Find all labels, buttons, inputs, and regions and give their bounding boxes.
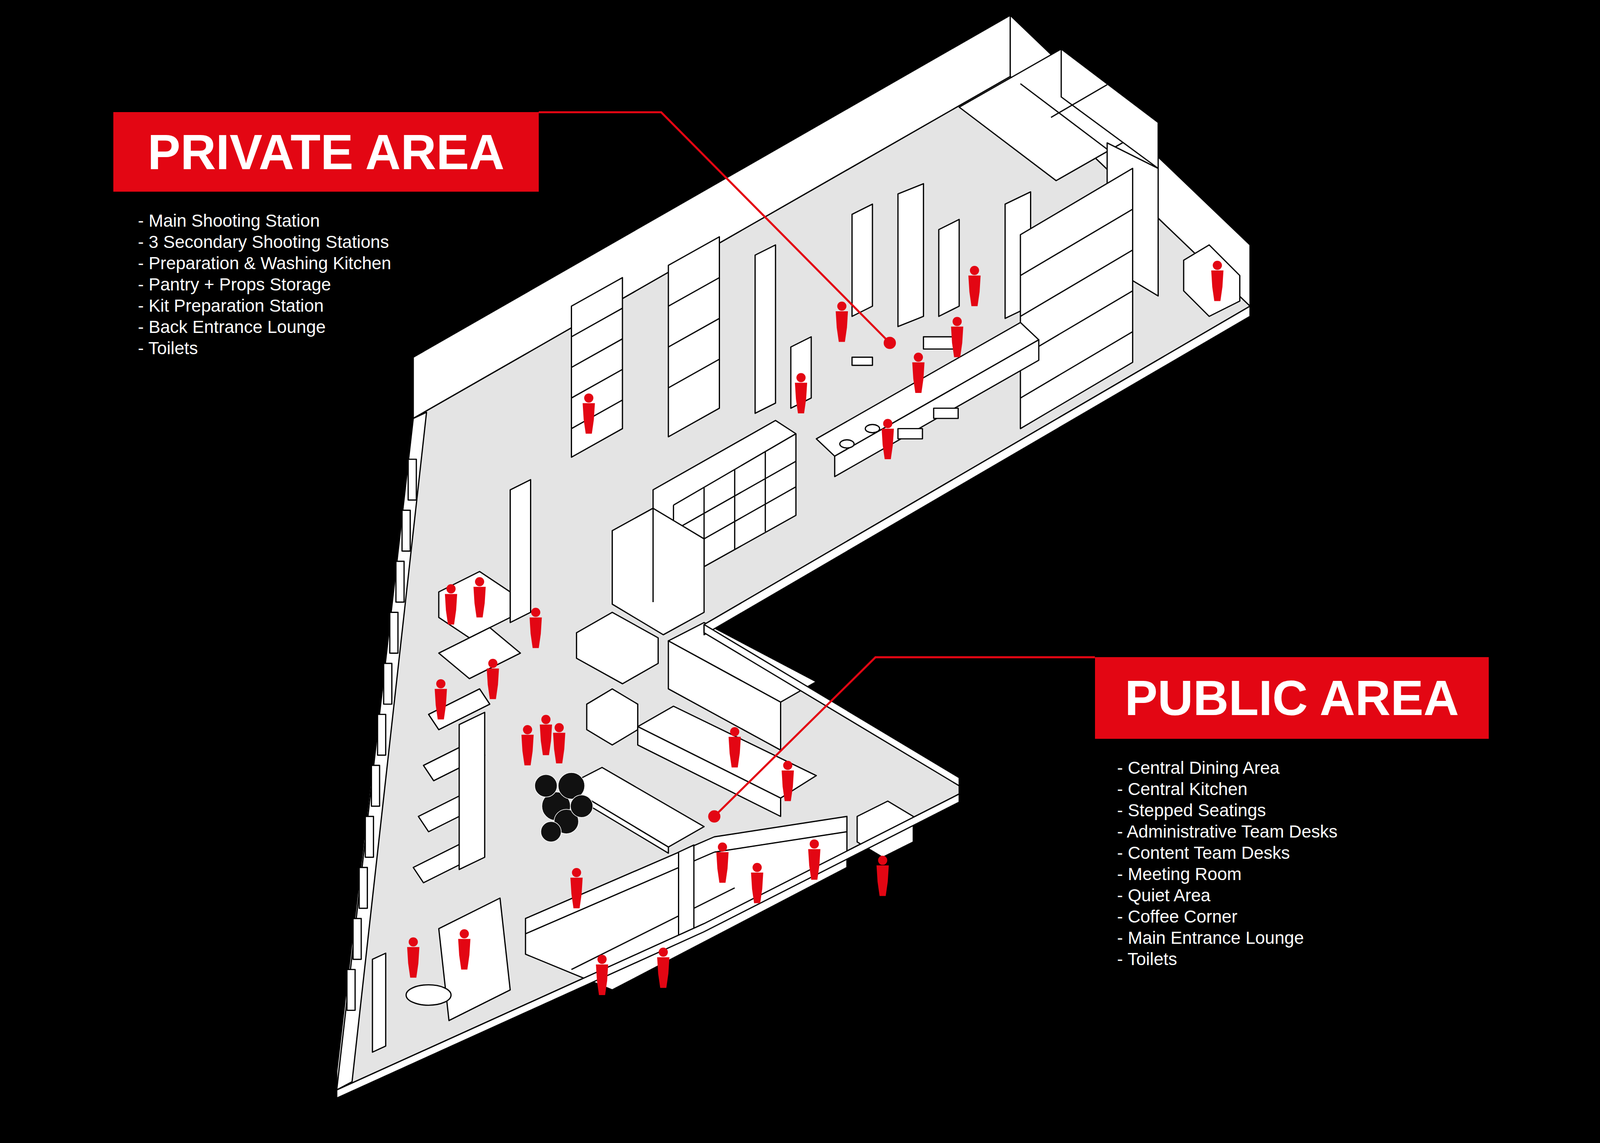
private-furniture: [510, 168, 1240, 635]
area-list-item: - Central Dining Area: [1117, 757, 1280, 779]
area-heading-box: PRIVATE AREA: [113, 112, 539, 192]
area-list-item: - Stepped Seatings: [1117, 799, 1266, 821]
leader-line: [538, 112, 890, 343]
front-edge: [336, 793, 960, 1098]
area-list-item: - Meeting Room: [1117, 863, 1242, 885]
person: [540, 715, 553, 756]
person: [486, 658, 499, 700]
public-furniture: [372, 571, 914, 1053]
person: [552, 722, 565, 764]
person: [750, 862, 763, 904]
people: [407, 260, 1224, 995]
leader-dot: [883, 336, 896, 349]
area-heading: PRIVATE AREA: [147, 127, 505, 177]
person: [445, 584, 458, 625]
front-edge: [704, 624, 960, 786]
person: [912, 352, 925, 393]
area-list-item: - Toilets: [137, 337, 198, 359]
person: [716, 842, 729, 883]
person: [881, 418, 894, 460]
area-list-item: - Main Entrance Lounge: [1117, 927, 1304, 949]
person: [582, 393, 595, 434]
person: [876, 855, 889, 897]
person: [968, 265, 981, 307]
leader-line: [714, 657, 1095, 817]
area-list-item: - 3 Secondary Shooting Stations: [137, 231, 389, 253]
leader-dot: [708, 810, 721, 823]
person: [781, 760, 794, 802]
person: [728, 727, 741, 768]
area-list-item: - Pantry + Props Storage: [137, 273, 331, 295]
leader-lines: [538, 112, 1095, 817]
area-list-item: - Administrative Team Desks: [1117, 820, 1338, 843]
person: [570, 867, 583, 909]
area-heading-box: PUBLIC AREA: [1095, 657, 1489, 739]
area-list-item: - Content Team Desks: [1117, 842, 1290, 864]
floor: [336, 76, 1250, 1090]
area-list-item: - Preparation & Washing Kitchen: [137, 252, 392, 274]
area-list-item: - Kit Preparation Station: [137, 295, 324, 317]
person: [434, 679, 447, 720]
person: [529, 607, 542, 648]
area-heading: PUBLIC AREA: [1125, 673, 1460, 723]
front-edge: [704, 306, 1250, 635]
area-list-item: - Central Kitchen: [1117, 778, 1248, 800]
area-list-item: - Back Entrance Lounge: [137, 316, 326, 338]
window-fins: [347, 459, 417, 1011]
plant: [534, 772, 593, 843]
person: [808, 839, 821, 880]
person: [458, 929, 471, 970]
person: [1211, 260, 1224, 302]
person: [795, 372, 808, 414]
area-list-item: - Coffee Corner: [1117, 905, 1238, 928]
area-list-item: - Toilets: [1117, 948, 1178, 970]
person: [407, 937, 420, 978]
person: [473, 577, 486, 618]
person: [595, 954, 608, 995]
area-list-item: - Main Shooting Station: [137, 210, 320, 232]
person: [950, 316, 963, 358]
person: [657, 947, 670, 988]
person: [835, 301, 848, 343]
person: [521, 725, 534, 766]
area-list-item: - Quiet Area: [1117, 884, 1211, 906]
